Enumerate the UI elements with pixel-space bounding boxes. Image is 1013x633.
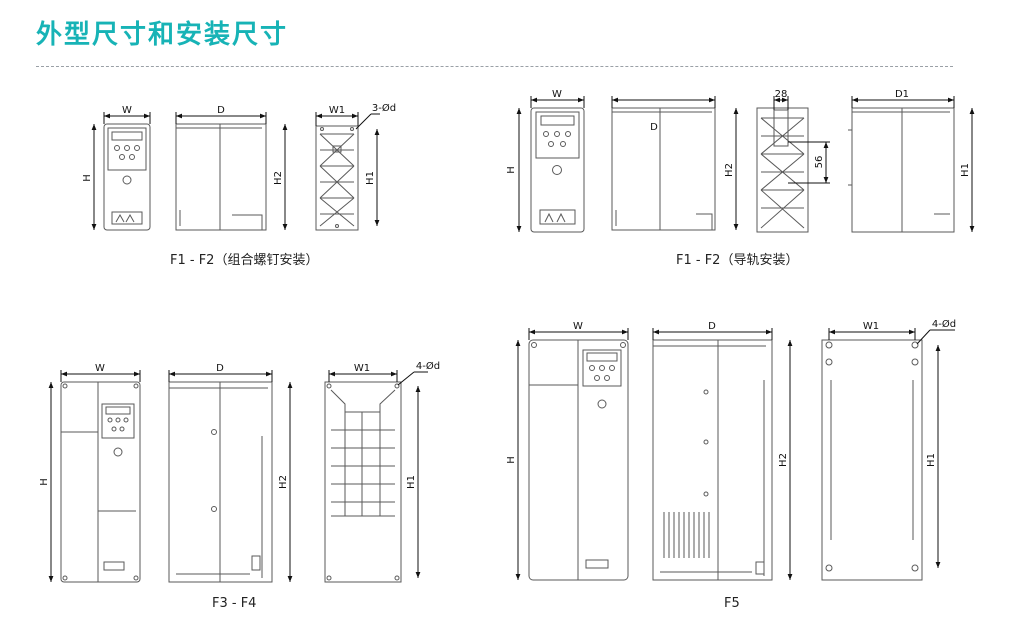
title-divider bbox=[36, 66, 953, 67]
dim-d1-g2: D1 bbox=[895, 89, 909, 100]
front-view-f3f4 bbox=[60, 381, 141, 583]
group-f1f2-screw bbox=[103, 123, 359, 231]
dim-h2-g1: H2 bbox=[273, 171, 284, 185]
dim-56-g2: 56 bbox=[814, 156, 825, 169]
group-f5 bbox=[528, 339, 923, 581]
side-view-d1-f1f2-rail bbox=[848, 107, 955, 233]
dim-hole-g1: 3-Ød bbox=[372, 102, 396, 114]
caption-f3f4: F3 - F4 bbox=[212, 596, 257, 611]
group-f1f2-rail bbox=[530, 107, 955, 233]
back-view-f1f2-rail bbox=[756, 107, 809, 233]
back-view-f1f2 bbox=[315, 125, 359, 231]
dim-w-g2: W bbox=[552, 89, 562, 100]
side-view-f1f2 bbox=[175, 123, 267, 231]
dim-h2-g4: H2 bbox=[778, 453, 789, 467]
dim-w1-g1: W1 bbox=[329, 105, 345, 116]
dim-h2-g2: H2 bbox=[724, 163, 735, 177]
front-view-f1f2-rail bbox=[530, 107, 585, 233]
caption-f5: F5 bbox=[724, 596, 740, 611]
dim-h-g3: H bbox=[39, 478, 50, 486]
dim-28-g2: 28 bbox=[775, 89, 788, 100]
dim-h-g2: H bbox=[506, 166, 517, 174]
dim-d-g1: D bbox=[217, 105, 225, 116]
caption-f1f2-rail: F1 - F2（导轨安装） bbox=[676, 253, 799, 268]
dim-w-g1: W bbox=[122, 105, 132, 116]
dims-g2 bbox=[516, 96, 975, 232]
dim-labels: W D W1 3-Ød H H2 H1 W D 28 D1 H H2 56 H1… bbox=[39, 89, 971, 489]
side-view-f5 bbox=[652, 339, 773, 581]
side-view-f1f2-rail bbox=[611, 107, 716, 231]
caption-f1f2-screw: F1 - F2（组合螺钉安装） bbox=[170, 253, 319, 268]
dim-d-g4: D bbox=[708, 321, 716, 332]
page-title: 外型尺寸和安装尺寸 bbox=[36, 20, 289, 50]
group-f3f4 bbox=[60, 381, 402, 583]
dim-w1-g4: W1 bbox=[863, 321, 879, 332]
front-view-f5 bbox=[528, 339, 629, 581]
back-view-f5 bbox=[821, 339, 923, 581]
dim-d-g3: D bbox=[216, 363, 224, 374]
dim-h1-g1: H1 bbox=[365, 171, 376, 185]
dims-g3 bbox=[48, 370, 428, 582]
dim-h-g4: H bbox=[506, 456, 517, 464]
back-view-f3f4 bbox=[324, 381, 402, 583]
dim-hole-g4: 4-Ød bbox=[932, 318, 956, 330]
dim-h-g1: H bbox=[82, 174, 93, 182]
dim-h1-g2: H1 bbox=[960, 163, 971, 177]
front-view-f1f2 bbox=[103, 123, 151, 231]
dim-d-g2: D bbox=[650, 122, 658, 133]
side-view-f3f4 bbox=[168, 381, 273, 583]
dim-hole-g3: 4-Ød bbox=[416, 360, 440, 372]
dim-h2-g3: H2 bbox=[278, 475, 289, 489]
dim-h1-g3: H1 bbox=[406, 475, 417, 489]
dims-g4 bbox=[515, 328, 955, 580]
dim-h1-g4: H1 bbox=[926, 453, 937, 467]
dim-w-g4: W bbox=[573, 321, 583, 332]
dims-g1 bbox=[91, 112, 380, 230]
dim-w-g3: W bbox=[95, 363, 105, 374]
dim-w1-g3: W1 bbox=[354, 363, 370, 374]
